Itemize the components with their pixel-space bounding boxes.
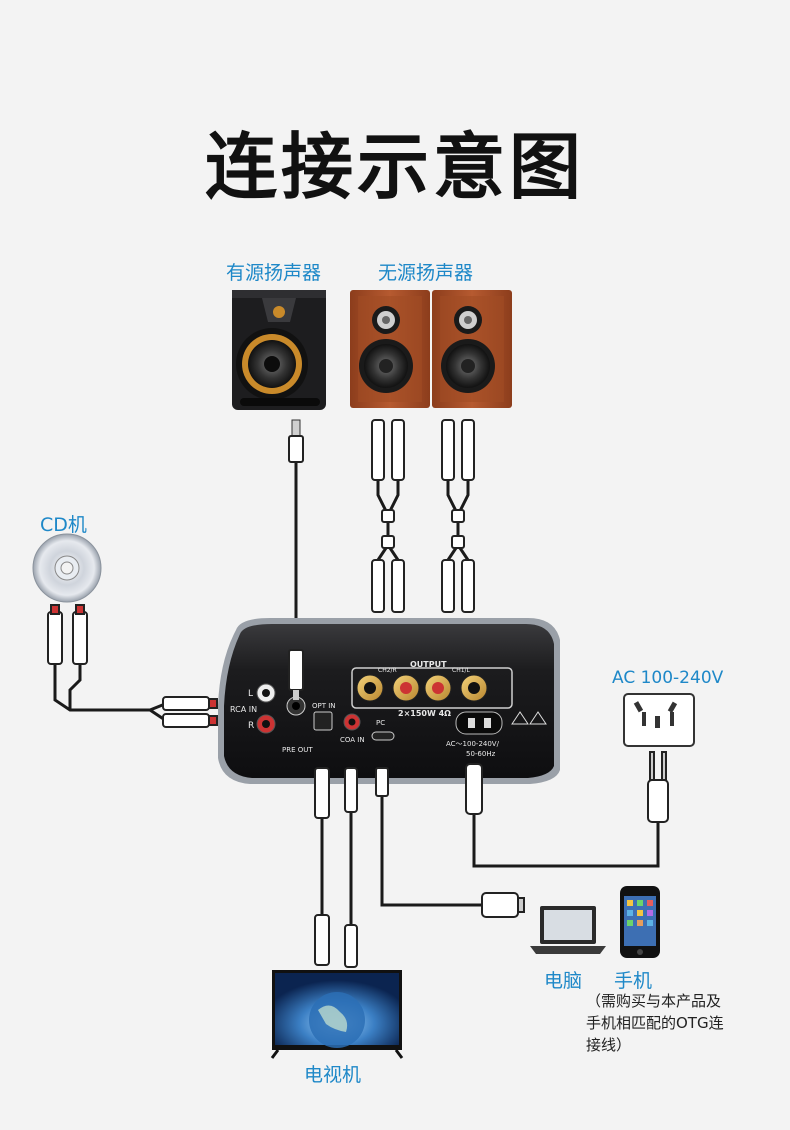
ch1-text: CH1/L <box>452 667 471 674</box>
computer-label: 电脑 <box>544 970 583 992</box>
active-speaker <box>232 290 326 410</box>
pc-usb-port <box>371 731 395 741</box>
ch2-text: CH2/R <box>378 667 397 674</box>
rca-in-text: RCA IN <box>230 705 257 714</box>
cd-cable-b <box>68 660 82 710</box>
pre-out-text: PRE OUT <box>282 746 313 754</box>
wall-outlet <box>623 693 695 747</box>
cd-rca-side-plugs <box>162 696 218 728</box>
passive-right-cable-b <box>456 480 470 516</box>
pre-out-plug <box>288 649 304 700</box>
pc-text: PC <box>376 719 385 727</box>
tv-label: 电视机 <box>304 1064 362 1086</box>
laptop-icon <box>530 906 606 954</box>
output-text: OUTPUT <box>410 660 447 669</box>
passive-speaker-right <box>432 290 512 408</box>
coa-in-text: COA IN <box>340 736 365 744</box>
pc-usb-cable <box>380 795 482 907</box>
opt-in-port <box>313 711 333 731</box>
cd-rca-plugs <box>47 604 88 665</box>
passive-speaker-label: 无源扬声器 <box>378 262 474 284</box>
ac-plugs <box>465 751 669 823</box>
otg-note: （需购买与本产品及 手机相匹配的OTG连 接线） <box>586 992 724 1054</box>
page-title: 连接示意图 <box>204 125 585 209</box>
phone-label: 手机 <box>614 970 653 992</box>
ac-power-cable <box>472 812 660 868</box>
usb-plugs <box>375 767 525 918</box>
ac-spec1-text: AC～100-240V/ <box>446 740 500 748</box>
amplifier-device: OUTPUT CH2/R CH1/L 2×150W 4Ω L RCA IN R … <box>218 618 560 784</box>
active-speaker-label: 有源扬声器 <box>226 262 322 284</box>
phone-icon <box>620 886 660 958</box>
ac-power-label: AC 100-240V <box>612 668 724 688</box>
ac-socket <box>455 711 503 735</box>
tv-plugs <box>314 767 358 968</box>
speaker-terminals <box>356 674 488 702</box>
aux-jack-plug <box>288 419 304 463</box>
cd-disc <box>32 533 102 603</box>
cd-player-label: CD机 <box>40 514 87 536</box>
power-spec-text: 2×150W 4Ω <box>398 709 451 718</box>
passive-speaker-left <box>350 290 430 408</box>
passive-left-cable-b <box>386 480 400 516</box>
r-text: R <box>248 721 254 731</box>
l-text: L <box>248 689 253 699</box>
ac-spec2-text: 50-60Hz <box>466 750 496 758</box>
banana-plugs <box>371 419 475 613</box>
tv-icon <box>270 970 404 1059</box>
opt-in-text: OPT IN <box>312 702 336 710</box>
